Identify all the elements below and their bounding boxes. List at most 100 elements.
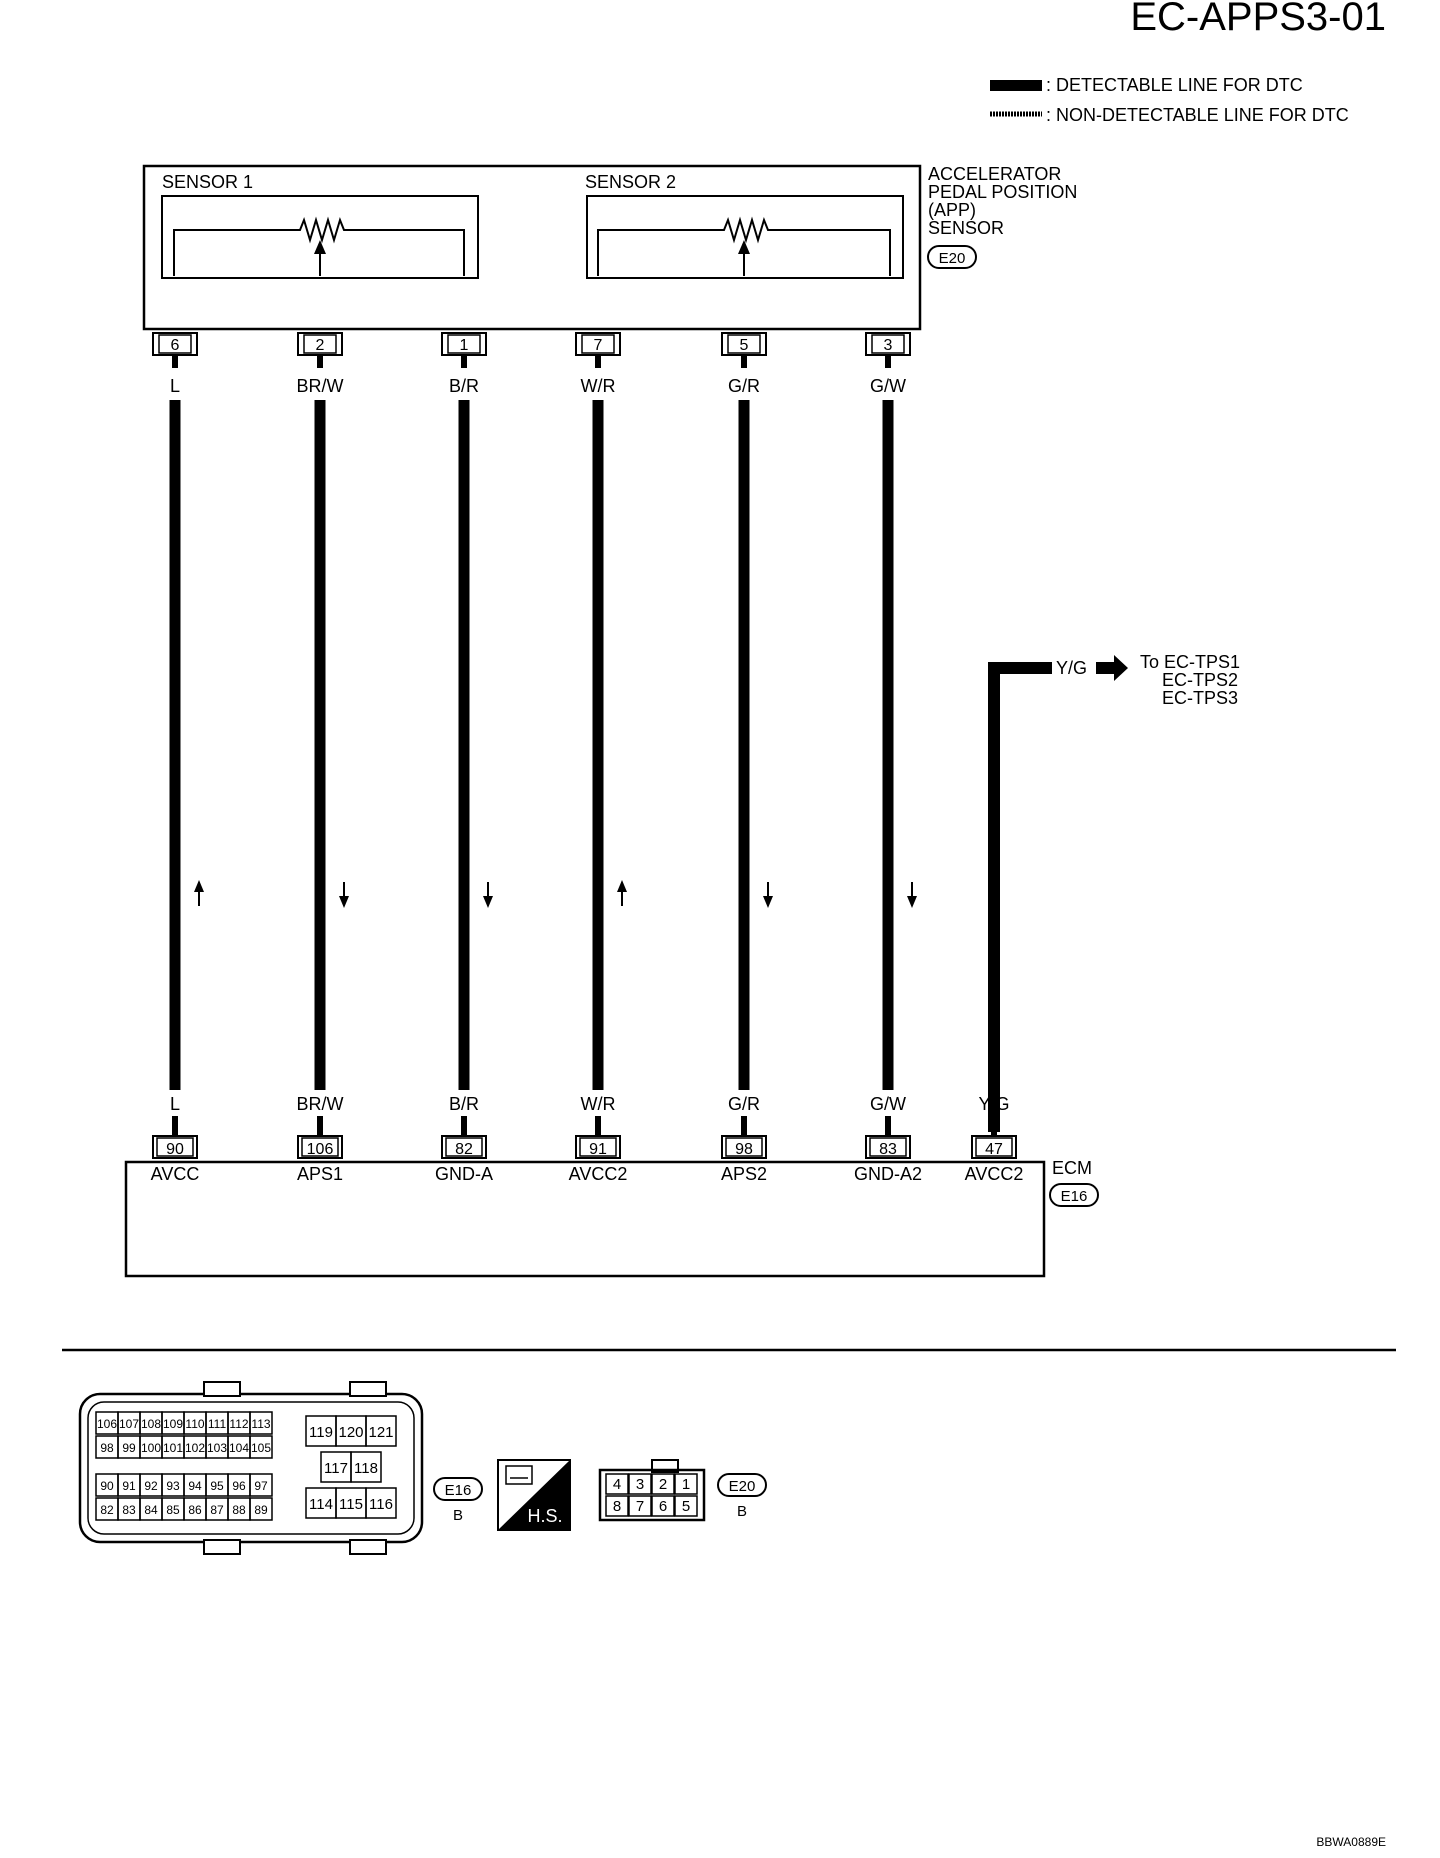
ecm-signal-name: GND-A2 [854, 1164, 922, 1184]
ecm-pin-box [575, 1135, 621, 1159]
e16-latch-top-right [349, 1381, 387, 1397]
wire-color-top: G/W [870, 376, 906, 396]
hs-symbol: H.S. [497, 1459, 571, 1531]
e16-pin-number: 114 [309, 1496, 333, 1513]
e16-pin-number: 104 [229, 1441, 249, 1455]
e16-pin-number: 97 [254, 1479, 268, 1493]
e16-pin-number: 120 [338, 1424, 363, 1441]
sensor2-box [586, 195, 904, 279]
legend: : DETECTABLE LINE FOR DTC : NON-DETECTAB… [990, 75, 1349, 125]
e16-pin-cell [249, 1411, 273, 1435]
e16-pin-number: 92 [144, 1479, 158, 1493]
e20-pin-cell [628, 1495, 652, 1517]
e20-pin-cell [651, 1495, 675, 1517]
e16-pin-number: 105 [251, 1441, 271, 1455]
ecm-pin-47-number: 47 [985, 1141, 1003, 1158]
ecm-pin-box [152, 1135, 198, 1159]
e16-pin-number: 101 [163, 1441, 183, 1455]
direction-arrow-head-icon [907, 896, 917, 908]
e16-pin-number: 102 [185, 1441, 205, 1455]
ecm-pin-inner [579, 1137, 617, 1157]
sensor-pin-number: 2 [316, 337, 325, 354]
yg-to-line3: EC-TPS3 [1162, 688, 1238, 708]
e16-latch-top-left [203, 1381, 241, 1397]
e16-pin-cell [249, 1473, 273, 1497]
wire-color-bottom: L [170, 1094, 180, 1114]
ecm: ECM E16 [124, 1158, 1099, 1278]
e16-pin-number: 94 [188, 1479, 202, 1493]
ecm-pin-number: 82 [455, 1141, 473, 1158]
e20-housing [598, 1468, 706, 1522]
sensor-pin-number: 3 [884, 337, 893, 354]
e16-pin-number: 88 [232, 1503, 246, 1517]
sensor-pin-number: 6 [171, 337, 180, 354]
e16-pin-number: 111 [208, 1417, 227, 1431]
e16-pin-number: 99 [122, 1441, 136, 1455]
sensor2-label: SENSOR 2 [585, 172, 676, 192]
e20-pin-cell [674, 1473, 698, 1495]
legend-detectable-swatch [990, 80, 1042, 91]
sensor-pin-inner [447, 334, 481, 354]
e20-pin-cell [674, 1495, 698, 1517]
sensor1-label: SENSOR 1 [162, 172, 253, 192]
e20-pin-number: 7 [636, 1498, 644, 1515]
ecm-box [124, 1160, 1046, 1278]
hs-connector-icon [505, 1465, 533, 1485]
wire-color-bottom: G/R [728, 1094, 760, 1114]
wire-color-bottom: B/R [449, 1094, 479, 1114]
legend-nondetectable-text: : NON-DETECTABLE LINE FOR DTC [1046, 105, 1349, 125]
hs-symbol-shade [498, 1460, 570, 1530]
e16-pin-number: 113 [251, 1417, 270, 1431]
e20-badge-label: E20 [729, 1478, 756, 1495]
figure-id: BBWA0889E [1316, 1835, 1386, 1849]
e20-pin-number: 1 [682, 1476, 690, 1493]
ecm-signal-avcc2-47: AVCC2 [965, 1164, 1024, 1184]
e16-pin-cell [249, 1497, 273, 1521]
sensor2-wiper-arrow-icon [738, 240, 750, 254]
e16-pin-cell [350, 1451, 382, 1483]
sensor2-resistor [597, 216, 891, 276]
e16-pin-number: 86 [188, 1503, 202, 1517]
yg-wire-color-bottom: Y/G [978, 1094, 1009, 1114]
hs-label: H.S. [527, 1506, 562, 1526]
e16-pin-number: 107 [119, 1417, 139, 1431]
sensor-pin-inner [303, 334, 337, 354]
app-sensor-name-line1: ACCELERATOR [928, 164, 1061, 184]
e16-pin-number: 93 [166, 1479, 180, 1493]
e16-housing-inner [87, 1401, 415, 1535]
yg-to-line1: To EC-TPS1 [1140, 652, 1240, 672]
yg-to-line2: EC-TPS2 [1162, 670, 1238, 690]
e16-badge [433, 1477, 483, 1501]
direction-arrow-head-icon [483, 896, 493, 908]
e20-pin-cell [628, 1473, 652, 1495]
e16-pin-number: 109 [163, 1417, 183, 1431]
e16-latch-bottom-left [203, 1539, 241, 1555]
e16-pin-number: 106 [97, 1417, 117, 1431]
wire-color-bottom: G/W [870, 1094, 906, 1114]
direction-arrow-head-icon [339, 896, 349, 908]
wire-color-bottom: BR/W [297, 1094, 344, 1114]
e20-pin-number: 8 [613, 1498, 621, 1515]
direction-arrow-head-icon [617, 880, 627, 892]
page-title: EC-APPS3-01 [1130, 0, 1386, 39]
e16-pin-number: 121 [368, 1424, 393, 1441]
e16-pin-cell [365, 1487, 397, 1519]
e16-pin-number: 103 [207, 1441, 227, 1455]
ecm-pin-inner [725, 1137, 763, 1157]
e16-pin-number: 91 [122, 1479, 136, 1493]
ecm-pin-box [441, 1135, 487, 1159]
e16-pin-number: 110 [185, 1417, 204, 1431]
e16-pin-number: 85 [166, 1503, 180, 1517]
ecm-pin-inner [156, 1137, 194, 1157]
direction-arrow-head-icon [194, 880, 204, 892]
e20-pin-number: 4 [613, 1476, 621, 1493]
ecm-pin-box [865, 1135, 911, 1159]
e16-pin-number: 95 [210, 1479, 224, 1493]
ecm-pin-47-box [971, 1135, 1017, 1159]
wire-color-bottom: W/R [581, 1094, 616, 1114]
e20-pin-number: 2 [659, 1476, 667, 1493]
sensor1-wiper-arrow-icon [314, 240, 326, 254]
